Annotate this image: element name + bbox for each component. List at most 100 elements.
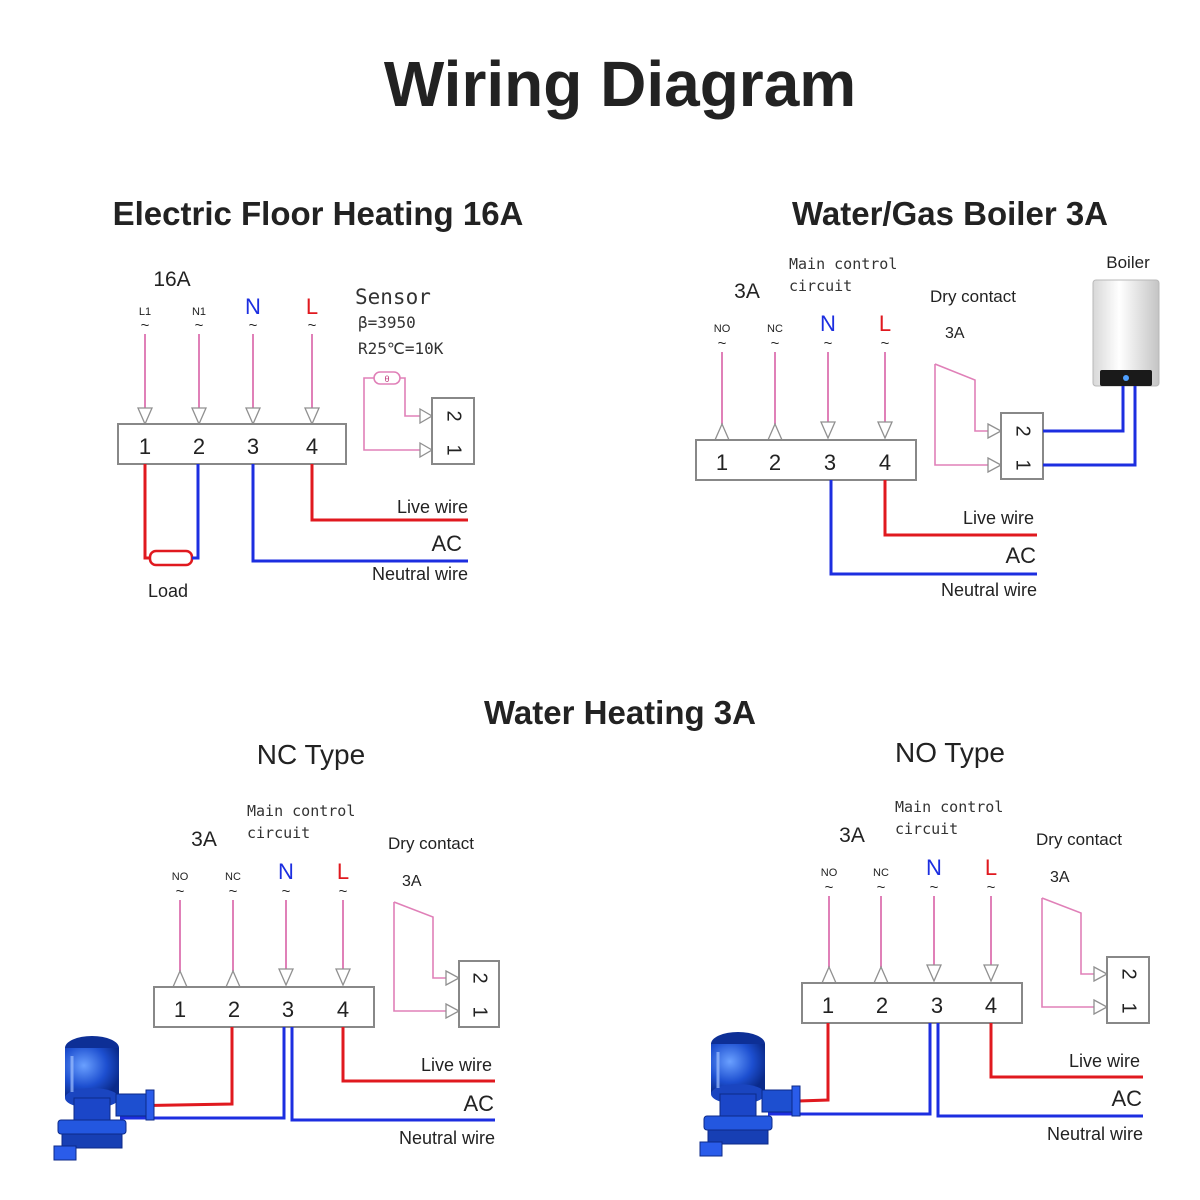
boiler-pin-n-label: N — [820, 311, 836, 336]
boiler-unit-icon — [1092, 279, 1160, 387]
nc-contact-terminal-2: 2 — [469, 972, 491, 983]
boiler-tilde-1: ~ — [718, 335, 727, 352]
no-dry-contact-label: Dry contact — [1036, 830, 1122, 849]
floor-terminal-1: 1 — [139, 434, 151, 459]
nc-type-title: NC Type — [257, 739, 365, 770]
nc-terminal-1: 1 — [174, 997, 186, 1022]
no-terminal-2: 2 — [876, 993, 888, 1018]
no-main-control-line2: circuit — [895, 820, 958, 838]
floor-heating-diagram: Electric Floor Heating 16A 16A L1 N1 N L… — [113, 195, 524, 601]
sensor-terminal-block — [431, 397, 475, 465]
sensor-beta: β=3950 — [358, 313, 416, 332]
boiler-tilde-3: ~ — [824, 335, 833, 352]
nc-pin-l-label: L — [337, 859, 349, 884]
boiler-dry-arrow-1 — [987, 456, 1003, 474]
floor-terminal-4: 4 — [306, 434, 318, 459]
no-live-label: Live wire — [1069, 1051, 1140, 1071]
nc-main-control-line2: circuit — [247, 824, 310, 842]
boiler-diagram: Water/Gas Boiler 3A 3A Main control circ… — [695, 195, 1160, 600]
no-arrow-3 — [926, 964, 942, 983]
nc-terminal-3: 3 — [282, 997, 294, 1022]
nc-arrow-2 — [225, 969, 241, 988]
boiler-terminal-1: 1 — [716, 450, 728, 475]
no-pump-neutral-wire — [768, 1023, 932, 1116]
boiler-contact-terminal-1: 1 — [1012, 459, 1034, 470]
no-dry-lead-2 — [1041, 897, 1107, 975]
boiler-terminal-block — [695, 439, 917, 481]
boiler-neutral-wire — [829, 480, 1037, 576]
nc-pump-icon — [52, 1034, 156, 1162]
nc-live-wire — [341, 1027, 495, 1083]
nc-live-label: Live wire — [421, 1055, 492, 1075]
nc-terminal-block — [153, 986, 375, 1028]
boiler-arrow-4 — [877, 421, 893, 440]
floor-arrow-2 — [191, 407, 207, 426]
boiler-terminal-2: 2 — [769, 450, 781, 475]
floor-neutral-wire — [251, 464, 468, 563]
floor-neutral-label: Neutral wire — [372, 564, 468, 584]
no-ac-label: AC — [1111, 1086, 1142, 1111]
boiler-pin-no-label: NO — [714, 323, 731, 335]
nc-contact-terminal-1: 1 — [469, 1006, 491, 1017]
nc-arrow-1 — [172, 969, 188, 988]
floor-load-label: Load — [148, 581, 188, 601]
floor-live-wire — [310, 464, 468, 522]
floor-terminal-3: 3 — [247, 434, 259, 459]
sensor-label: Sensor — [355, 285, 431, 309]
boiler-main-control-line2: circuit — [789, 277, 852, 295]
boiler-rating-label: 3A — [734, 280, 760, 303]
boiler-dry-lead-1 — [934, 364, 1000, 466]
no-pump-icon — [698, 1030, 802, 1158]
sensor-arrow-2 — [419, 407, 434, 425]
no-arrow-1 — [821, 965, 837, 984]
boiler-dry-lead-2 — [934, 363, 1000, 432]
boiler-pin-nc-label: NC — [767, 323, 783, 335]
nc-pump-live-wire — [119, 1027, 234, 1108]
no-terminal-block — [801, 982, 1023, 1024]
boiler-neutral-label: Neutral wire — [941, 580, 1037, 600]
nc-tilde-4: ~ — [339, 883, 348, 900]
floor-ac-label: AC — [431, 531, 462, 556]
water-no-diagram: NO Type 3A Main control circuit NO NC N … — [698, 737, 1150, 1158]
no-contact-terminal-2: 2 — [1118, 968, 1140, 979]
floor-live-label: Live wire — [397, 497, 468, 517]
page-title: Wiring Diagram — [384, 48, 856, 120]
floor-pin-n-label: N — [245, 294, 261, 319]
floor-terminal-2: 2 — [193, 434, 205, 459]
boiler-signal-wire-1 — [1043, 386, 1137, 467]
nc-dry-rating: 3A — [402, 873, 422, 890]
no-pin-l-label: L — [985, 855, 997, 880]
nc-tilde-2: ~ — [229, 883, 238, 900]
no-pin-no-label: NO — [821, 867, 838, 879]
sensor-lead-2 — [400, 377, 430, 417]
boiler-terminal-3: 3 — [824, 450, 836, 475]
floor-pin-n1-label: N1 — [192, 306, 206, 318]
boiler-main-control-line1: Main control — [789, 255, 897, 273]
floor-load-live-wire — [143, 464, 150, 560]
no-tilde-3: ~ — [930, 879, 939, 896]
nc-pin-n-label: N — [278, 859, 294, 884]
nc-pin-nc-label: NC — [225, 871, 241, 883]
floor-heating-title: Electric Floor Heating 16A — [113, 195, 524, 232]
sensor-lead-1 — [363, 377, 430, 451]
boiler-terminal-4: 4 — [879, 450, 891, 475]
nc-dry-lead-1 — [393, 902, 459, 1012]
boiler-dry-rating: 3A — [945, 325, 965, 342]
nc-terminal-4: 4 — [337, 997, 349, 1022]
nc-dry-contact-label: Dry contact — [388, 834, 474, 853]
boiler-pin-l-label: L — [879, 311, 891, 336]
nc-dry-arrow-1 — [445, 1002, 461, 1020]
boiler-tilde-4: ~ — [881, 335, 890, 352]
floor-arrow-4 — [304, 407, 320, 426]
no-tilde-4: ~ — [987, 879, 996, 896]
floor-pin-l-label: L — [306, 294, 318, 319]
boiler-dry-arrow-2 — [987, 422, 1003, 440]
sensor-terminal-1: 1 — [443, 444, 465, 455]
no-dry-arrow-2 — [1093, 965, 1109, 983]
no-main-control-line1: Main control — [895, 798, 1003, 816]
no-dry-arrow-1 — [1093, 998, 1109, 1016]
boiler-arrow-3 — [820, 421, 836, 440]
floor-tilde-4: ~ — [308, 317, 317, 334]
boiler-arrow-1 — [714, 422, 730, 441]
